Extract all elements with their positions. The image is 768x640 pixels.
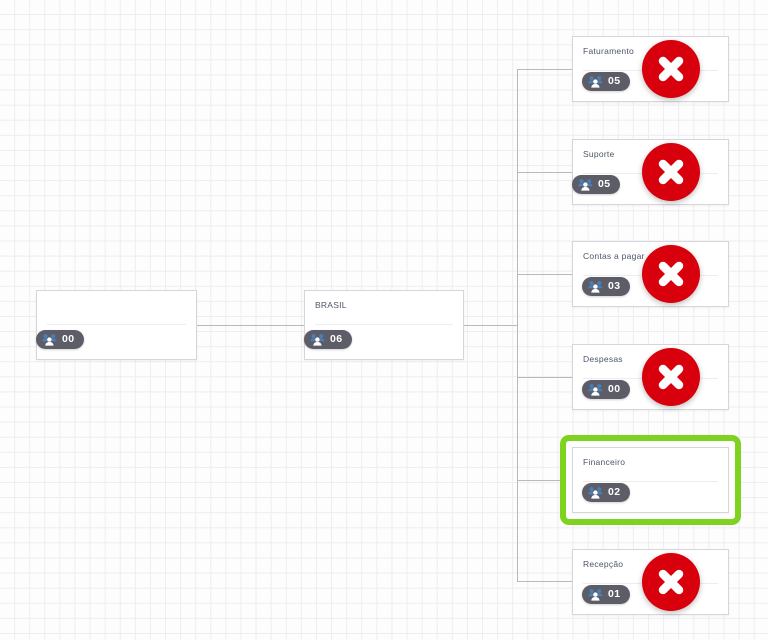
people-group-icon xyxy=(588,76,603,88)
node-divider xyxy=(315,324,453,325)
people-group-icon xyxy=(42,333,57,346)
people-count-value: 03 xyxy=(608,280,621,293)
people-count-badge-root[interactable]: 00 xyxy=(36,330,84,349)
node-title-financeiro: Financeiro xyxy=(583,457,626,467)
people-count-value: 05 xyxy=(608,75,621,88)
node-card-root[interactable]: 00 xyxy=(36,290,197,360)
node-title-despesas: Despesas xyxy=(583,354,623,364)
connector-root-to-brasil xyxy=(197,325,304,326)
node-card-brasil[interactable]: BRASIL 06 xyxy=(304,290,464,360)
connector-branch-faturamento xyxy=(517,69,573,70)
people-count-value: 00 xyxy=(608,383,621,396)
status-blocked-icon-contas-a-pagar[interactable] xyxy=(642,245,700,303)
node-title-recepcao: Recepção xyxy=(583,559,624,569)
people-count-badge-faturamento[interactable]: 05 xyxy=(582,72,630,91)
people-group-icon xyxy=(578,178,593,191)
people-count-value: 00 xyxy=(62,333,75,346)
people-group-icon xyxy=(588,384,603,396)
people-count-value: 06 xyxy=(330,333,343,346)
status-blocked-icon-recepcao[interactable] xyxy=(642,553,700,611)
people-count-value: 02 xyxy=(608,486,621,499)
people-group-icon xyxy=(310,334,325,346)
node-divider xyxy=(583,481,718,482)
people-count-badge-brasil[interactable]: 06 xyxy=(304,330,352,349)
people-count-value: 01 xyxy=(608,588,621,601)
people-count-badge-suporte[interactable]: 05 xyxy=(572,175,620,194)
x-mark-icon xyxy=(658,159,684,185)
selected-node-outline-financeiro[interactable]: Financeiro 02 xyxy=(560,435,741,525)
people-count-badge-financeiro[interactable]: 02 xyxy=(582,483,630,502)
connector-branch-financeiro xyxy=(517,480,563,481)
people-count-badge-despesas[interactable]: 00 xyxy=(582,380,630,399)
people-group-icon xyxy=(310,333,325,346)
people-group-icon xyxy=(578,179,593,191)
people-count-value: 05 xyxy=(598,178,611,191)
node-card-financeiro[interactable]: Financeiro 02 xyxy=(572,447,729,513)
node-divider xyxy=(47,324,186,325)
connector-brasil-to-trunk xyxy=(464,325,518,326)
people-group-icon xyxy=(588,75,603,88)
node-title-faturamento: Faturamento xyxy=(583,46,634,56)
people-group-icon xyxy=(42,334,57,346)
people-count-badge-recepcao[interactable]: 01 xyxy=(582,585,630,604)
people-group-icon xyxy=(588,281,603,293)
status-blocked-icon-faturamento[interactable] xyxy=(642,40,700,98)
connector-branch-recepcao xyxy=(517,581,573,582)
people-group-icon xyxy=(588,486,603,499)
x-mark-icon xyxy=(658,569,684,595)
node-title-suporte: Suporte xyxy=(583,149,615,159)
status-blocked-icon-suporte[interactable] xyxy=(642,143,700,201)
connector-trunk xyxy=(517,69,518,581)
people-group-icon xyxy=(588,280,603,293)
people-group-icon xyxy=(588,383,603,396)
people-count-badge-contas-a-pagar[interactable]: 03 xyxy=(582,277,630,296)
x-mark-icon xyxy=(658,364,684,390)
node-title-contas-a-pagar: Contas a pagar xyxy=(583,251,645,261)
connector-branch-suporte xyxy=(517,172,573,173)
x-mark-icon xyxy=(658,56,684,82)
people-group-icon xyxy=(588,588,603,601)
people-group-icon xyxy=(588,589,603,601)
people-group-icon xyxy=(588,487,603,499)
connector-branch-despesas xyxy=(517,377,573,378)
connector-branch-contas-a-pagar xyxy=(517,274,573,275)
x-mark-icon xyxy=(658,261,684,287)
status-blocked-icon-despesas[interactable] xyxy=(642,348,700,406)
node-title-brasil: BRASIL xyxy=(315,300,347,310)
